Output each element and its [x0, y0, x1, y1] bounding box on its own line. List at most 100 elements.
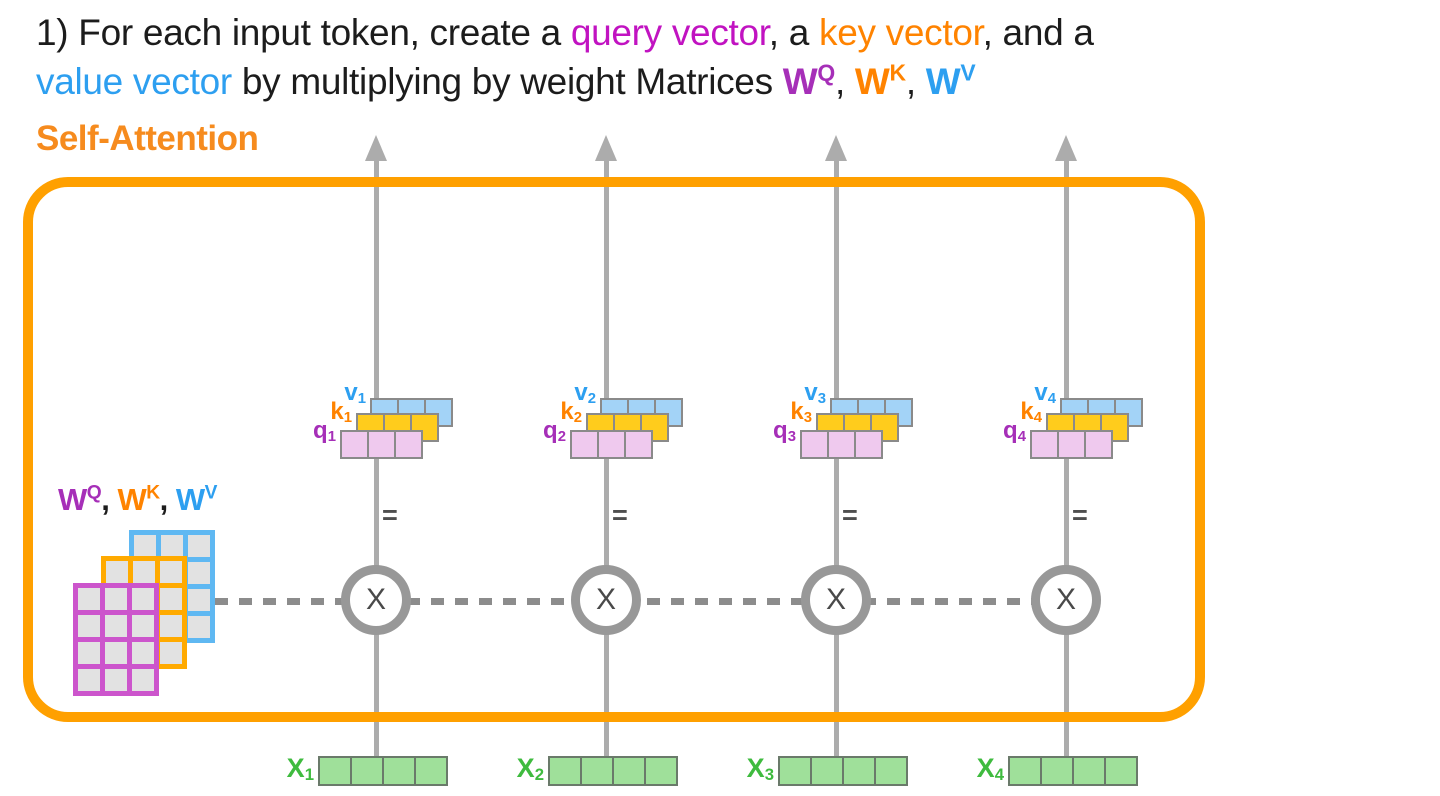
equals-sign: =	[612, 500, 628, 530]
matrix-cell	[160, 615, 182, 637]
text-segment: WV	[175, 482, 218, 517]
matrix-cell	[132, 588, 154, 610]
arrow-head-icon	[595, 135, 617, 161]
input-vector	[778, 756, 908, 786]
key-vector-label: k3	[790, 398, 812, 426]
input-vector	[1008, 756, 1138, 786]
input-vector-cell	[810, 756, 844, 786]
vector-cell	[570, 430, 599, 459]
matrix-cell	[188, 589, 210, 611]
arrow-head-icon	[365, 135, 387, 161]
matrix-cell	[160, 561, 182, 583]
matrix-cell	[105, 588, 127, 610]
input-vector-cell	[414, 756, 448, 786]
superscript: K	[889, 59, 907, 86]
equals-sign: =	[382, 500, 398, 530]
multiply-symbol: X	[365, 583, 386, 616]
vector-cell	[624, 430, 653, 459]
input-vector-cell	[580, 756, 614, 786]
text-segment: WK	[854, 59, 907, 102]
input-vector-cell	[612, 756, 646, 786]
input-vector-cell	[644, 756, 678, 786]
matrix-cell	[78, 669, 100, 691]
text-segment: query vector	[570, 12, 769, 53]
superscript: Q	[86, 482, 102, 504]
text-segment: ,	[101, 482, 118, 517]
value-vector-label: v2	[574, 379, 596, 407]
multiply-symbol: X	[825, 583, 846, 616]
text-segment: , and a	[982, 12, 1094, 53]
multiply-symbol: X	[1055, 583, 1076, 616]
input-vector-cell	[350, 756, 384, 786]
slide-title: 1) For each input token, create a query …	[36, 8, 1094, 106]
input-vector-label: X2	[516, 753, 544, 784]
matrix-cell	[160, 642, 182, 664]
query-weight-matrix	[73, 583, 159, 696]
vector-cell	[340, 430, 369, 459]
key-vector-label: k4	[1020, 398, 1042, 426]
text-segment: WK	[117, 482, 160, 517]
matrix-cell	[78, 588, 100, 610]
matrix-cell	[132, 669, 154, 691]
title-line-2: value vector by multiplying by weight Ma…	[36, 57, 1094, 106]
superscript: Q	[817, 59, 835, 86]
input-vector-cell	[1040, 756, 1074, 786]
text-segment: ,	[159, 482, 176, 517]
matrix-cell	[78, 615, 100, 637]
input-vector-cell	[842, 756, 876, 786]
vector-cell	[394, 430, 423, 459]
matrix-cell	[132, 642, 154, 664]
vector-cell	[367, 430, 396, 459]
input-vector-label: X1	[286, 753, 314, 784]
matrix-cell	[160, 588, 182, 610]
key-vector-label: k2	[560, 398, 582, 426]
value-vector-label: v3	[804, 379, 826, 407]
input-vector-label: X4	[976, 753, 1004, 784]
text-segment: WV	[925, 59, 976, 102]
equals-sign: =	[1072, 500, 1088, 530]
matrix-cell	[105, 615, 127, 637]
input-vector	[548, 756, 678, 786]
input-vector-cell	[1104, 756, 1138, 786]
text-segment: value vector	[36, 61, 232, 102]
input-vector-cell	[382, 756, 416, 786]
vector-cell	[800, 430, 829, 459]
vector-cell	[640, 413, 669, 442]
multiply-node: X	[1031, 565, 1101, 635]
vector-cell	[1084, 430, 1113, 459]
matrix-cell	[134, 535, 156, 557]
text-segment: ,	[834, 61, 855, 102]
matrix-cell	[133, 561, 155, 583]
input-vector-cell	[1008, 756, 1042, 786]
vector-cell	[854, 430, 883, 459]
text-segment: by multiplying by weight Matrices	[231, 61, 783, 102]
input-vector-cell	[1072, 756, 1106, 786]
vector-cell	[1057, 430, 1086, 459]
query-vector-label: q2	[543, 417, 566, 445]
value-vector-label: v4	[1034, 379, 1056, 407]
superscript: K	[146, 482, 160, 504]
input-vector-cell	[778, 756, 812, 786]
text-segment: WQ	[58, 482, 102, 517]
input-vector-label: X3	[746, 753, 774, 784]
section-label: Self-Attention	[36, 119, 259, 158]
vector-cell	[1030, 430, 1059, 459]
query-vector	[570, 430, 653, 459]
input-vector-cell	[318, 756, 352, 786]
matrix-cell	[78, 642, 100, 664]
text-segment: WQ	[782, 59, 835, 102]
multiply-node: X	[571, 565, 641, 635]
text-segment: , a	[768, 12, 819, 53]
superscript: V	[960, 59, 976, 86]
vector-cell	[597, 430, 626, 459]
matrix-cell	[188, 535, 210, 557]
matrix-cell	[105, 669, 127, 691]
arrow-head-icon	[1055, 135, 1077, 161]
matrix-cell	[188, 616, 210, 638]
value-vector-label: v1	[344, 379, 366, 407]
weight-matrices-label: WQ, WK, WV	[58, 482, 217, 518]
text-segment: 1) For each input token, create a	[36, 12, 571, 53]
query-vector-label: q4	[1003, 417, 1026, 445]
text-segment: key vector	[819, 12, 983, 53]
